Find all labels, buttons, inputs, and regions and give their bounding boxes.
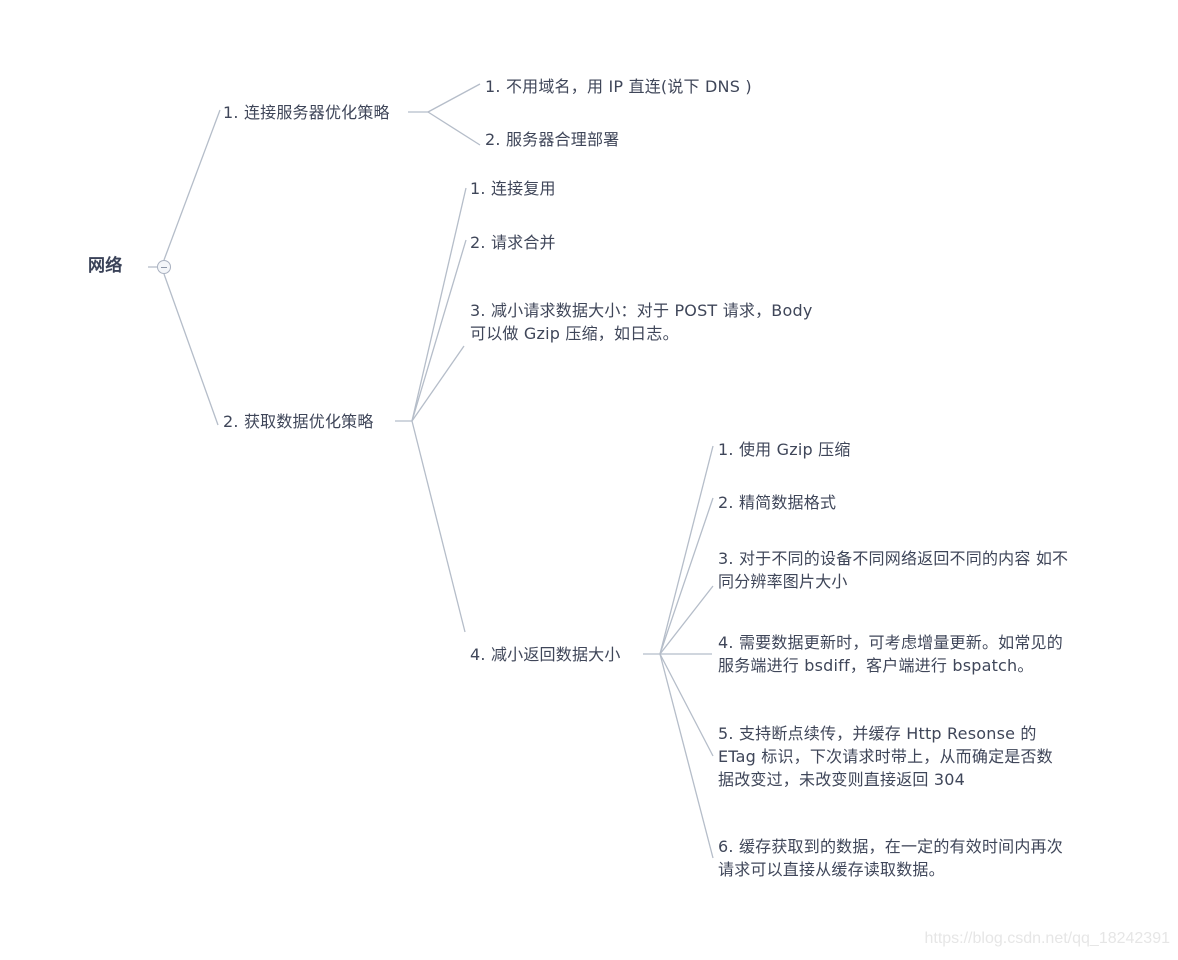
text-line: 同分辨率图片大小	[718, 572, 848, 591]
text-line: 5. 支持断点续传，并缓存 Http Resonse 的	[718, 724, 1037, 743]
leaf-resume-etag[interactable]: 5. 支持断点续传，并缓存 Http Resonse 的 ETag 标识，下次请…	[718, 722, 1053, 791]
text-line: 请求可以直接从缓存读取数据。	[718, 860, 945, 879]
text-line: 6. 缓存获取到的数据，在一定的有效时间内再次	[718, 837, 1063, 856]
text-line: 3. 对于不同的设备不同网络返回不同的内容 如不	[718, 549, 1069, 568]
text-line: 据改变过，未改变则直接返回 304	[718, 770, 966, 789]
text-line: 可以做 Gzip 压缩，如日志。	[470, 324, 679, 343]
text-line: 服务端进行 bsdiff，客户端进行 bspatch。	[718, 656, 1034, 675]
text-line: 3. 减小请求数据大小：对于 POST 请求，Body	[470, 301, 813, 320]
text-line: 4. 需要数据更新时，可考虑增量更新。如常见的	[718, 633, 1063, 652]
leaf-ip-direct[interactable]: 1. 不用域名，用 IP 直连(说下 DNS )	[485, 77, 752, 96]
watermark: https://blog.csdn.net/qq_18242391	[924, 930, 1170, 947]
leaf-cache-data[interactable]: 6. 缓存获取到的数据，在一定的有效时间内再次 请求可以直接从缓存读取数据。	[718, 835, 1063, 881]
branch-reduce-response-size[interactable]: 4. 减小返回数据大小	[470, 645, 621, 664]
leaf-incremental-update[interactable]: 4. 需要数据更新时，可考虑增量更新。如常见的 服务端进行 bsdiff，客户端…	[718, 631, 1063, 677]
leaf-device-specific-content[interactable]: 3. 对于不同的设备不同网络返回不同的内容 如不 同分辨率图片大小	[718, 547, 1068, 593]
leaf-reduce-request-size[interactable]: 3. 减小请求数据大小：对于 POST 请求，Body 可以做 Gzip 压缩，…	[470, 299, 813, 345]
root-node[interactable]: 网络	[88, 256, 123, 276]
leaf-request-merge[interactable]: 2. 请求合并	[470, 233, 556, 252]
leaf-simplify-format[interactable]: 2. 精简数据格式	[718, 493, 837, 512]
branch-connect-server[interactable]: 1. 连接服务器优化策略	[223, 103, 390, 122]
leaf-use-gzip[interactable]: 1. 使用 Gzip 压缩	[718, 440, 851, 459]
leaf-server-deploy[interactable]: 2. 服务器合理部署	[485, 130, 620, 149]
leaf-connection-reuse[interactable]: 1. 连接复用	[470, 179, 556, 198]
minus-circle-icon[interactable]	[157, 260, 171, 274]
branch-fetch-data[interactable]: 2. 获取数据优化策略	[223, 412, 374, 431]
text-line: ETag 标识，下次请求时带上，从而确定是否数	[718, 747, 1053, 766]
